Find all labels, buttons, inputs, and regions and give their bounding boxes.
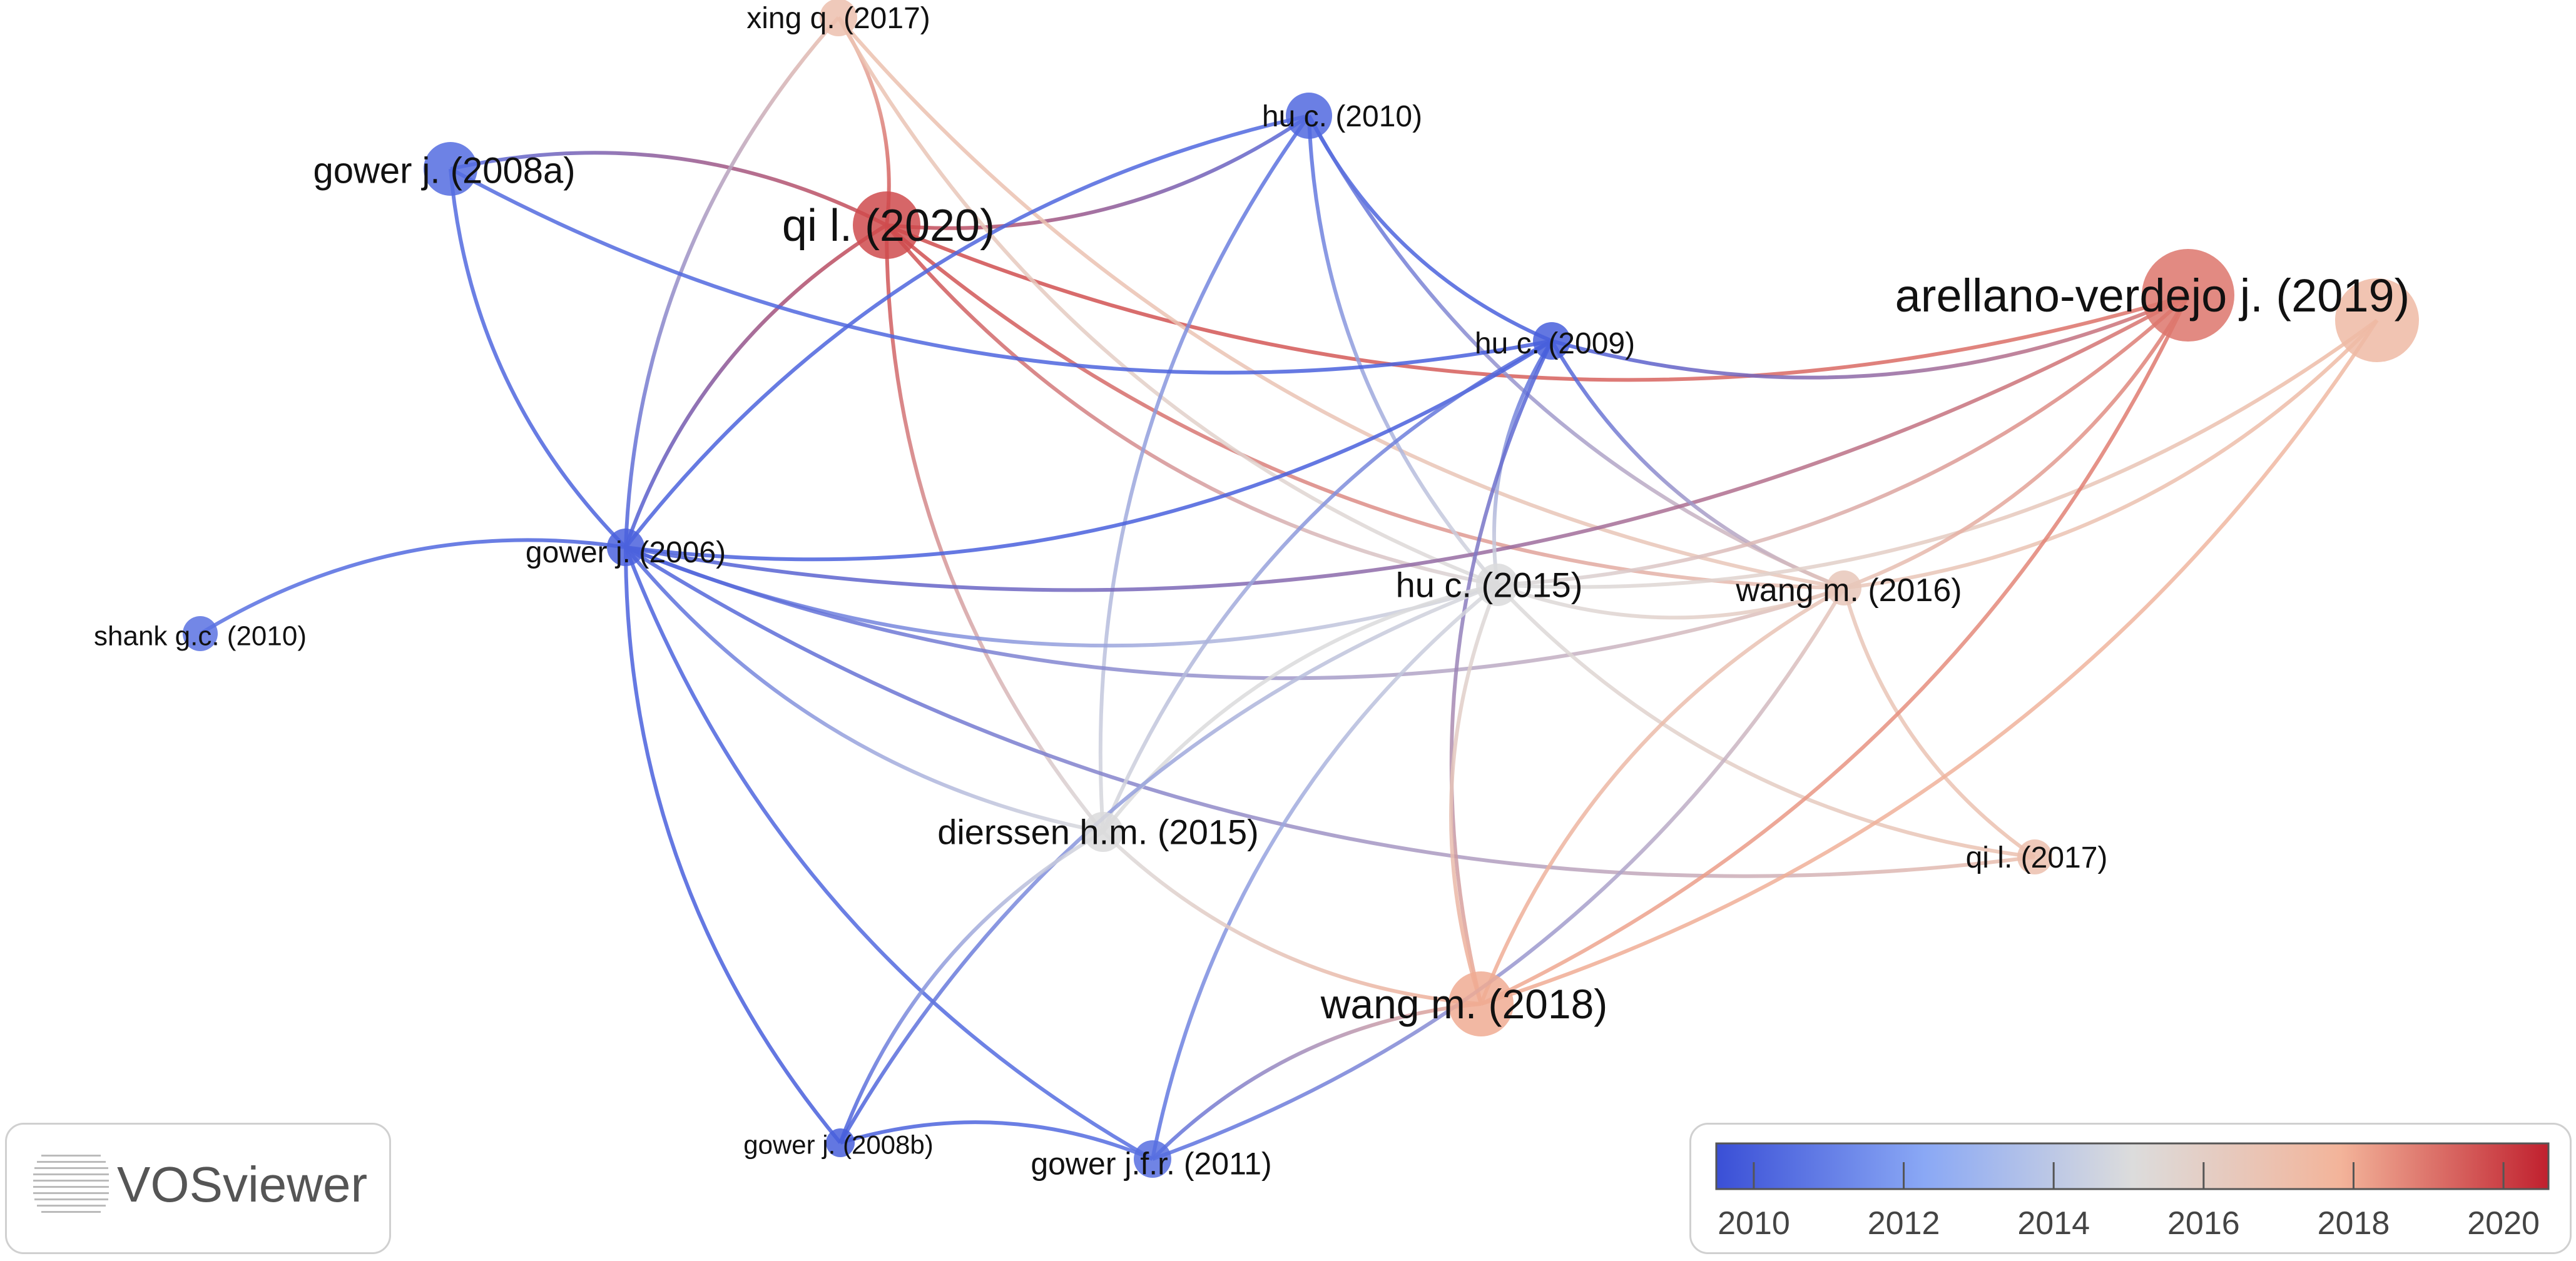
node-gower2011[interactable] [1134, 1140, 1171, 1178]
link-gower2006-gower2008b [624, 547, 842, 1144]
node-arellanoB[interactable] [2335, 278, 2419, 362]
node-label-qi2017[interactable]: qi l. (2017) [1966, 841, 2108, 874]
color-scale-legend: 2010 2012 2014 2016 2018 2020 [1689, 1123, 2572, 1254]
node-layer [183, 0, 2419, 1178]
node-label-gower2011[interactable]: gower j.f.r. (2011) [1031, 1147, 1271, 1182]
node-label-arellano2019[interactable]: arellano-verdejo j. (2019) [1895, 270, 2410, 322]
node-label-gower2008b[interactable]: gower j. (2008b) [743, 1130, 934, 1160]
vosviewer-logo-text: VOSviewer [117, 1157, 368, 1212]
link-xing2017-hu2015 [837, 16, 1499, 587]
link-hu2009-dierssen2015 [1101, 339, 1553, 833]
link-gower2006-qi2017 [624, 545, 2035, 878]
link-hu2015-qi2017 [1495, 583, 2035, 859]
link-qi2020-gower2006 [624, 223, 888, 548]
label-layer: xing q. (2017) hu c. (2010) gower j. (2008… [94, 2, 2410, 1182]
link-gower2006-arellano2019 [625, 293, 2189, 592]
color-gradient-bar [1715, 1142, 2550, 1190]
link-hu2010-hu2015 [1307, 115, 1499, 586]
node-qi2020[interactable] [853, 191, 920, 259]
link-hu2015-gower2008b [838, 583, 1499, 1144]
link-qi2020-hu2015 [885, 224, 1498, 587]
scale-ticks: 2010 2012 2014 2016 2018 2020 [1718, 1162, 2540, 1242]
node-gower2008a[interactable] [424, 142, 477, 196]
link-wang2018-arellanoB [1480, 319, 2379, 1006]
link-wang2018-gower2011 [1151, 1002, 1482, 1161]
link-hu2015-arellano2019 [1497, 293, 2190, 587]
node-xing2017[interactable] [820, 0, 857, 36]
link-hu2015-gower2011 [1151, 583, 1499, 1160]
node-gower2006[interactable] [607, 529, 644, 566]
node-label-wang2018[interactable]: wang m. (2018) [1320, 981, 1608, 1027]
link-gower2006-shank2010 [199, 538, 626, 636]
link-hu2009-wang2018 [1449, 340, 1554, 1005]
scale-tick-label-2016: 2016 [2167, 1205, 2240, 1242]
node-label-wang2016[interactable]: wang m. (2016) [1735, 572, 1962, 609]
node-hu2015[interactable] [1476, 564, 1519, 606]
node-label-gower2008a[interactable]: gower j. (2008a) [313, 150, 575, 191]
scale-tick-label-2020: 2020 [2467, 1205, 2540, 1242]
node-label-hu2010[interactable]: hu c. (2010) [1262, 100, 1422, 133]
link-hu2015-wang2018 [1449, 584, 1499, 1005]
node-shank2010[interactable] [183, 616, 218, 651]
link-dierssen2015-gower2008b [838, 830, 1104, 1144]
node-label-dierssen2015[interactable]: dierssen h.m. (2015) [937, 813, 1259, 852]
link-gower2008a-hu2009 [449, 167, 1552, 375]
link-gower2008a-gower2006 [449, 168, 628, 549]
link-gower2006-hu2015 [624, 545, 1498, 648]
scale-tick-label-2012: 2012 [1868, 1205, 1940, 1242]
link-xing2017-wang2016 [837, 16, 1845, 590]
link-wang2018-arellano2019 [1480, 294, 2190, 1006]
link-hu2010-wang2016 [1307, 114, 1845, 590]
node-qi2017[interactable] [2017, 839, 2052, 874]
node-wang2016[interactable] [1826, 570, 1861, 605]
node-arellano2019[interactable] [2142, 249, 2234, 342]
link-hu2010-gower2006 [624, 114, 1310, 549]
link-dierssen2015-wang2018 [1101, 830, 1482, 1006]
node-hu2010[interactable] [1286, 93, 1332, 139]
link-hu2010-hu2009 [1307, 114, 1553, 343]
scale-tick-label-2014: 2014 [2017, 1205, 2090, 1242]
node-label-qi2020[interactable]: qi l. (2020) [782, 201, 995, 251]
link-xing2017-gower2006 [624, 16, 840, 548]
link-qi2020-hu2010 [886, 114, 1310, 230]
link-wang2016-arellano2019 [1843, 294, 2190, 590]
scale-tick-label-2010: 2010 [1718, 1205, 1790, 1242]
vosviewer-logo-panel: VOSviewer [5, 1123, 391, 1254]
color-scale-bar: 2010 2012 2014 2016 2018 2020 [1715, 1142, 2550, 1242]
link-layer [199, 16, 2379, 1161]
link-hu2009-wang2016 [1550, 340, 1845, 590]
link-gower2011-wang2016 [1151, 587, 1846, 1161]
link-gower2006-gower2011 [624, 546, 1154, 1161]
link-wang2016-arellanoB [1843, 318, 2379, 590]
scale-tick-label-2018: 2018 [2318, 1205, 2390, 1242]
link-hu2010-dierssen2015 [1098, 114, 1311, 833]
node-label-shank2010[interactable]: shank g.c. (2010) [94, 620, 307, 651]
node-label-xing2017[interactable]: xing q. (2017) [746, 2, 930, 35]
link-gower2006-wang2016 [624, 545, 1845, 681]
vosviewer-logo-icon [33, 1155, 109, 1213]
node-wang2018[interactable] [1448, 971, 1514, 1036]
link-gower2006-dierssen2015 [624, 546, 1104, 834]
node-dierssen2015[interactable] [1083, 812, 1123, 852]
link-hu2009-arellano2019 [1551, 293, 2189, 380]
node-label-hu2009[interactable]: hu c. (2009) [1475, 327, 1635, 360]
link-hu2015-wang2016 [1496, 583, 1845, 620]
link-gower2006-hu2009 [625, 339, 1553, 562]
link-wang2016-wang2018 [1479, 586, 1845, 1005]
node-label-gower2006[interactable]: gower j. (2006) [526, 536, 726, 569]
link-wang2016-qi2017 [1842, 587, 2036, 859]
node-label-hu2015[interactable]: hu c. (2015) [1396, 565, 1583, 605]
node-gower2008b[interactable] [826, 1128, 855, 1157]
node-hu2009[interactable] [1533, 322, 1571, 360]
link-qi2020-wang2016 [885, 223, 1845, 590]
link-gower2011-gower2008b [840, 1120, 1154, 1161]
link-qi2020-gower2008a [450, 151, 888, 227]
